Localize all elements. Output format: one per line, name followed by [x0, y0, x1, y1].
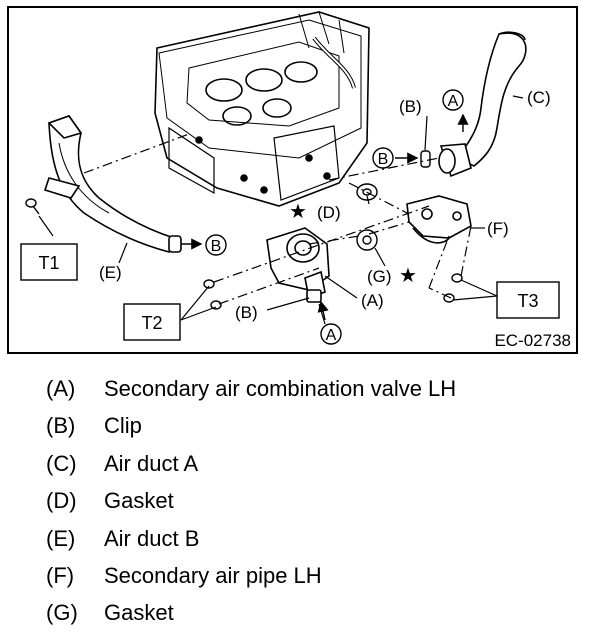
figure-code: EC-02738 — [494, 331, 571, 350]
svg-text:T1: T1 — [38, 253, 59, 273]
flow-arrows — [181, 113, 469, 321]
callout-b-bottom: (B) — [235, 303, 258, 322]
air-duct-a — [438, 31, 527, 178]
combination-valve — [266, 227, 330, 303]
callout-d: (D) — [317, 203, 341, 222]
legend-text: Gasket — [104, 600, 174, 626]
parts-legend: (A) Secondary air combination valve LH (… — [46, 376, 586, 638]
bolts-t3 — [443, 273, 463, 303]
diagram-canvas: (B) (C) (D) (F) (E) (G) (A) (B) A B B A … — [20, 11, 571, 350]
air-duct-b — [43, 115, 182, 253]
legend-letter: (C) — [46, 450, 77, 476]
circled-b-mid: B — [372, 147, 394, 169]
svg-text:B: B — [211, 238, 222, 255]
legend-letter: (F) — [46, 562, 75, 588]
clip-top — [420, 150, 431, 168]
star-g: ★ — [399, 263, 417, 287]
legend-letter: (G) — [46, 600, 78, 626]
legend-item: (D) Gasket — [46, 488, 586, 525]
callout-b-top: (B) — [399, 97, 422, 116]
svg-text:T2: T2 — [141, 313, 162, 333]
legend-item: (C) Air duct A — [46, 451, 586, 488]
torque-box-t3: T3 — [496, 281, 560, 319]
callout-a-bottom: (A) — [361, 291, 384, 310]
callout-g: (G) — [367, 267, 392, 286]
leader-lines — [38, 95, 524, 325]
svg-text:T3: T3 — [517, 291, 538, 311]
assembly-lines — [83, 133, 472, 305]
legend-letter: (A) — [46, 376, 76, 401]
torque-box-t1: T1 — [20, 243, 78, 281]
circled-b-left: B — [205, 234, 227, 256]
secondary-air-pipe — [406, 195, 472, 244]
nuts-t2 — [203, 279, 222, 310]
svg-text:A: A — [326, 327, 337, 344]
legend-text: Secondary air pipe LH — [104, 562, 322, 588]
callout-f: (F) — [487, 219, 509, 238]
legend-item: (A) Secondary air combination valve LH — [46, 376, 586, 413]
legend-item: (F) Secondary air pipe LH — [46, 563, 586, 600]
legend-text: Secondary air combination valve LH — [104, 376, 457, 401]
svg-text:A: A — [448, 93, 459, 110]
legend-text: Air duct B — [104, 525, 200, 551]
engine-block — [154, 11, 370, 207]
bolt-t1 — [25, 198, 40, 215]
legend-item: (E) Air duct B — [46, 526, 586, 563]
legend-item: (B) Clip — [46, 413, 586, 450]
exploded-diagram: (B) (C) (D) (F) (E) (G) (A) (B) A B B A … — [7, 6, 578, 354]
torque-box-t2: T2 — [123, 303, 181, 341]
callout-e: (E) — [99, 263, 122, 282]
legend-item: (G) Gasket — [46, 600, 586, 637]
legend-text: Air duct A — [104, 450, 199, 476]
legend-text: Clip — [104, 413, 142, 439]
callout-c: (C) — [527, 88, 551, 107]
circled-a-bottom: A — [320, 323, 342, 345]
star-d: ★ — [289, 199, 307, 223]
legend-letter: (B) — [46, 413, 76, 439]
gasket-g — [356, 229, 378, 251]
svg-text:B: B — [378, 151, 389, 168]
legend-letter: (E) — [46, 525, 76, 551]
circled-a-top: A — [442, 89, 464, 111]
legend-letter: (D) — [46, 488, 77, 514]
legend-text: Gasket — [104, 488, 174, 514]
